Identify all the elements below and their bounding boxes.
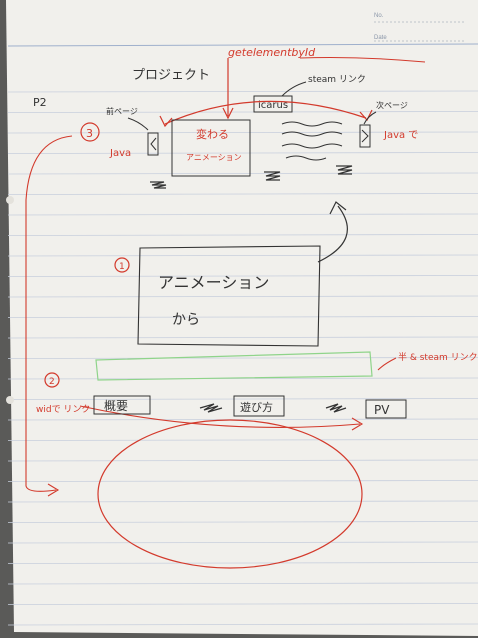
steam-note: 半 & steam リンク: [398, 351, 478, 363]
ruled-line: [7, 459, 478, 462]
ruled-line: [7, 275, 478, 277]
circle-3: [80, 122, 100, 142]
circle-2-label: 2: [49, 377, 55, 387]
ruled-line: [7, 500, 478, 503]
ruled-line: [7, 377, 478, 380]
ruled-line: [7, 234, 478, 236]
ruled-line: [7, 418, 478, 421]
java-left: Java: [109, 148, 131, 159]
pv-box: [365, 399, 407, 419]
ruled-line: [7, 254, 478, 257]
next-arrow-icon: [359, 124, 371, 148]
wid-note: widで リンク: [36, 404, 90, 415]
ruled-line: [7, 295, 478, 298]
java-right: Java で: [383, 130, 418, 141]
big-animation-line1: アニメーション: [158, 273, 269, 292]
summary-box: [93, 395, 151, 415]
icarus-label: icarus: [258, 100, 288, 111]
ruled-line: [7, 562, 478, 564]
ruled-line: [7, 521, 478, 523]
circle-1-label: 1: [119, 262, 125, 272]
ruled-line: [7, 213, 478, 216]
circle-3-label: 3: [86, 127, 93, 140]
ruled-line: [7, 111, 478, 113]
ruled-line: [7, 439, 478, 441]
ruled-line: [7, 357, 478, 359]
ruled-line: [7, 336, 478, 339]
animation-small-label: アニメーション: [186, 153, 242, 162]
notebook-page: [6, 0, 478, 636]
ruled-line: [7, 152, 478, 154]
scribbled-blobs: [150, 165, 353, 189]
circle-1: [114, 257, 130, 273]
ruled-line: [7, 316, 478, 318]
ruled-line: [7, 131, 478, 134]
icarus-box: [253, 95, 293, 113]
pv-label: PV: [374, 403, 390, 417]
summary-label: 概要: [104, 399, 128, 413]
changing-animation-box: [171, 119, 251, 177]
next-label: 次ページ: [376, 100, 408, 110]
play-label: 遊び方: [240, 400, 273, 414]
ruled-line: [7, 398, 478, 400]
ruled-line: [7, 90, 478, 93]
meta-date: Date: [374, 35, 387, 41]
prev-label: 前ページ: [106, 106, 138, 116]
getelement-note: getelementbyId: [228, 46, 316, 59]
binding-holes: [6, 196, 14, 404]
page-label: P2: [33, 96, 47, 109]
ruled-line: [7, 480, 478, 482]
circle-2: [44, 372, 60, 388]
project-title: プロジェクト: [132, 68, 210, 83]
ruled-line: [7, 541, 478, 544]
scribbled-text-lines: [281, 121, 343, 161]
green-highlight-bar: [95, 351, 373, 381]
ruled-line: [7, 193, 478, 195]
red-ellipse: [97, 419, 363, 569]
ruled-line: [7, 603, 478, 605]
ruled-line: [7, 172, 478, 175]
changes-label: 変わる: [196, 127, 229, 141]
ruled-line: [7, 623, 478, 626]
steam-link-note: steam リンク: [308, 74, 366, 85]
ruled-line: [7, 582, 478, 585]
big-animation-box: [137, 245, 321, 347]
meta-no: No.: [374, 13, 384, 19]
play-box: [233, 395, 285, 417]
prev-arrow-icon: [147, 132, 159, 156]
ruled-lines: [7, 90, 478, 626]
big-animation-line2: から: [172, 312, 200, 328]
